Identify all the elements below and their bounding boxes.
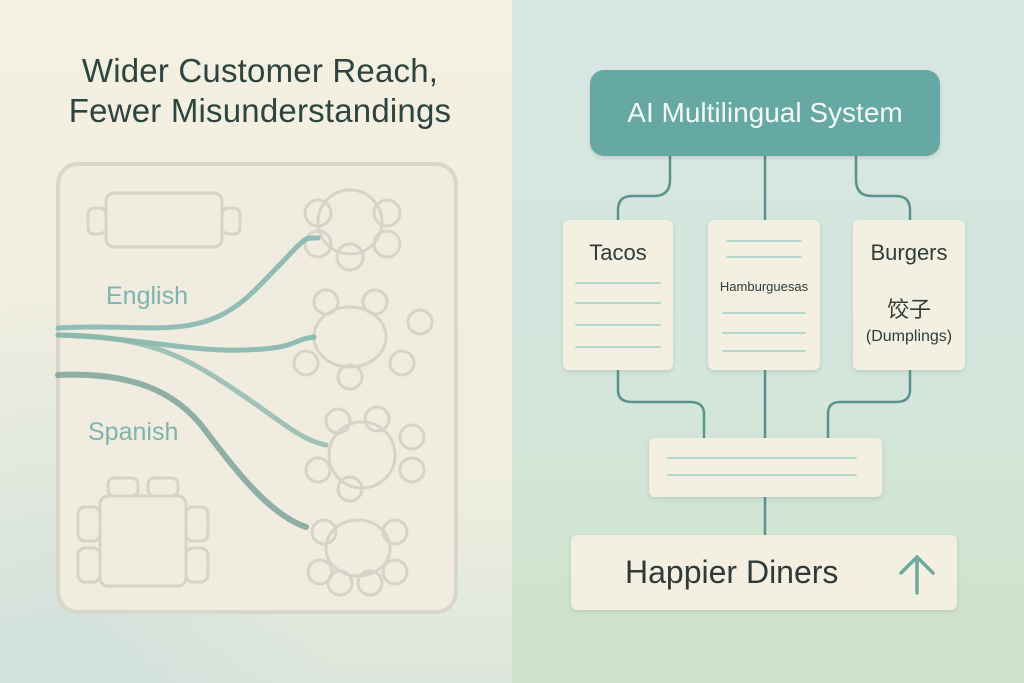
menu-card-native-text: 饺子 [886, 298, 931, 323]
menu-card-title: Hamburguesas [719, 279, 809, 294]
text-line [726, 240, 802, 242]
text-line [726, 256, 802, 258]
system-connectors [616, 154, 912, 537]
menu-card-tacos: Tacos [563, 220, 673, 370]
headline-line-2: Fewer Misunderstandings [68, 92, 452, 129]
text-line [722, 312, 806, 314]
system-title: AI Multilingual System [627, 97, 903, 128]
menu-card-hamburguesas: Hamburguesas [708, 220, 820, 370]
menu-card-translation: (Dumplings) [865, 328, 953, 345]
rect-table-top [86, 191, 242, 249]
ai-multilingual-system-box: AI Multilingual System [590, 70, 940, 156]
round-table-3 [304, 405, 426, 503]
language-label-english: English [106, 282, 188, 310]
language-label-spanish: Spanish [88, 418, 179, 446]
round-table-4 [306, 518, 409, 597]
restaurant-floor-plan [56, 162, 458, 614]
menu-card-title: Burgers [870, 240, 948, 265]
result-label: Happier Diners [625, 554, 839, 590]
text-line [722, 350, 806, 352]
headline-line-1: Wider Customer Reach, [81, 52, 439, 89]
text-line [575, 324, 661, 326]
menu-card-burgers: Burgers 饺子 (Dumplings) [853, 220, 965, 370]
text-line [575, 346, 661, 348]
text-line [575, 282, 661, 284]
square-table-bottom [76, 476, 210, 588]
text-line [722, 332, 806, 334]
menu-card-title: Tacos [589, 240, 647, 265]
happier-diners-box: Happier Diners [571, 535, 957, 610]
text-line [667, 457, 857, 459]
text-line [575, 302, 661, 304]
merged-output-box [649, 438, 882, 497]
text-line [667, 474, 857, 476]
language-flow-lines [55, 235, 329, 530]
arrow-up-icon [899, 555, 935, 595]
round-table-2 [292, 288, 434, 391]
round-table-1 [303, 188, 402, 272]
